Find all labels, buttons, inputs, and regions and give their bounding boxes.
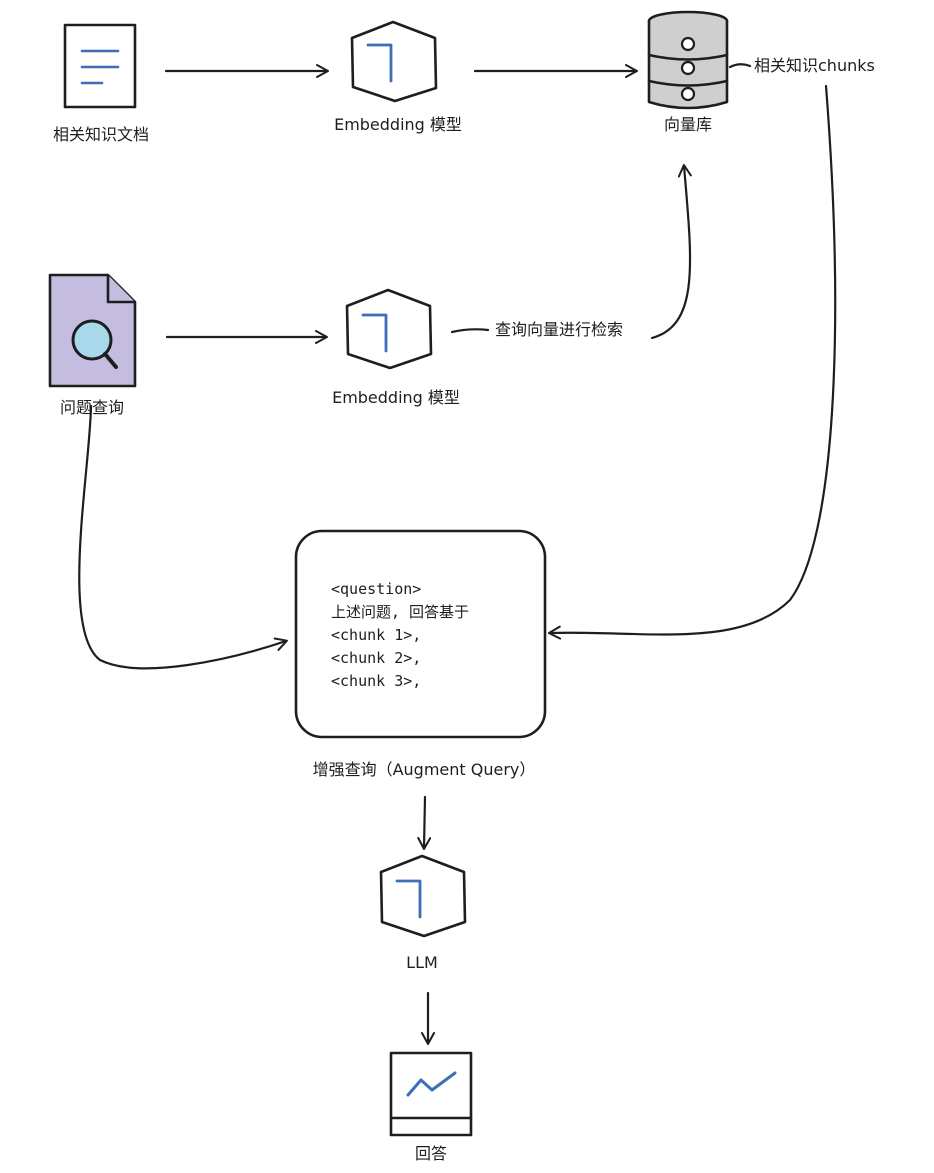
augment-query-label: 增强查询（Augment Query） [313, 760, 536, 779]
embedding-model-mid-label: Embedding 模型 [332, 388, 460, 407]
hexagon-model-icon [345, 288, 433, 370]
query-node: 问题查询 [48, 273, 137, 417]
document-search-icon [48, 273, 137, 388]
hexagon-model-icon [350, 20, 438, 103]
edge-retrieve-start [450, 328, 490, 334]
edge-query-to-augment [78, 404, 288, 670]
edge-retrieve-to-db [650, 164, 692, 340]
embedding-model-mid-node: Embedding 模型 [332, 288, 460, 407]
edge-retrieve-label: 查询向量进行检索 [495, 320, 623, 339]
edge-chunks-label: 相关知识chunks [754, 56, 875, 75]
augment-line-4: <chunk 2>, [331, 649, 421, 667]
augment-line-2: 上述问题, 回答基于 [331, 603, 469, 621]
knowledge-doc-label: 相关知识文档 [53, 125, 149, 144]
augment-line-5: <chunk 3>, [331, 672, 421, 690]
document-lines-icon [63, 23, 137, 109]
llm-label: LLM [406, 953, 438, 972]
edge-chunks-start [728, 63, 752, 69]
answer-node: 回答 [389, 1051, 473, 1163]
augment-query-box [294, 529, 547, 739]
database-cylinder-icon [647, 10, 729, 110]
hexagon-model-icon [379, 854, 467, 938]
vector-db-node: 向量库 [647, 10, 729, 134]
embedding-model-top-node: Embedding 模型 [334, 20, 462, 134]
vector-db-label: 向量库 [664, 115, 712, 134]
augment-line-1: <question> [331, 580, 421, 598]
edge-chunks-to-augment [548, 84, 837, 640]
answer-label: 回答 [415, 1144, 447, 1163]
llm-node: LLM [379, 854, 467, 972]
embedding-model-top-label: Embedding 模型 [334, 115, 462, 134]
augment-query-node: <question> 上述问题, 回答基于 <chunk 1>, <chunk … [294, 529, 547, 779]
knowledge-doc-node: 相关知识文档 [53, 23, 149, 144]
chart-window-icon [389, 1051, 473, 1137]
edge-augment-to-llm [417, 795, 432, 850]
augment-line-3: <chunk 1>, [331, 626, 421, 644]
